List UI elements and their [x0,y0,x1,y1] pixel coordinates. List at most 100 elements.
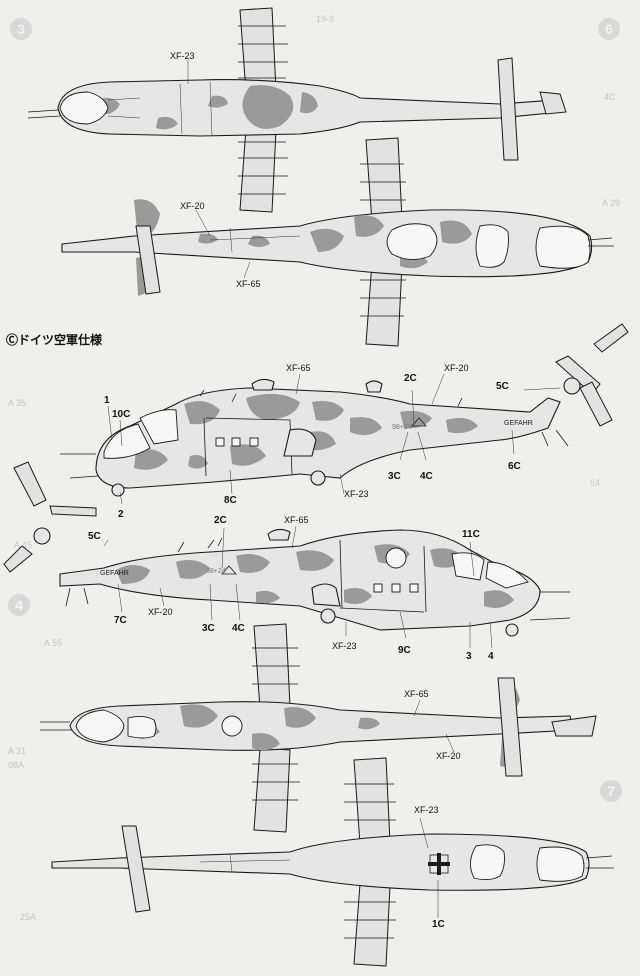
tail-rotor-blade [579,381,613,427]
part-callout: 11C [462,529,480,540]
ghost-code: A 29 [602,198,621,208]
rear-canopy [451,552,485,581]
tail-rotor-blade [3,545,33,573]
ghost-code: A 31 [8,746,27,756]
color-callout: XF-23 [332,641,357,651]
side-windows [373,583,419,593]
main-wheel [320,608,336,624]
cockpit-canopy [535,225,591,269]
background-step-7: 7 [600,780,622,802]
color-callout: XF-65 [286,363,311,373]
ghost-code: A 45 [14,540,33,550]
color-callout: XF-65 [404,689,429,699]
part-callout: 1 [104,395,110,406]
part-callout: 3C [202,623,215,634]
left-side-view [60,323,629,497]
ghost-code: A 55 [44,638,63,648]
part-callout: 4 [488,651,494,662]
front-canopy [103,423,151,459]
top-view-1 [27,7,567,213]
background-step-6: 6 [598,18,620,40]
lower-wing [239,127,277,213]
section-title: Ⓒドイツ空軍仕様 [6,333,103,347]
cockpit-canopy [59,91,109,125]
ghost-code: A 35 [8,398,27,408]
front-canopy [485,561,529,589]
fuselage-code-right: 98+24 [206,568,226,575]
lower-wing [353,883,391,967]
cockpit-canopy [75,709,125,743]
tail-fin [551,715,597,737]
fuselage [51,833,590,891]
tail-plane [135,225,161,295]
part-callout: 10C [112,409,131,420]
top-view-2 [40,623,597,833]
tail-rotor-blade [13,461,47,507]
tail-fin [539,91,567,115]
ghost-code: 08A [8,760,25,770]
ghost-code: 54 [590,478,601,488]
part-callout: 5C [496,381,509,392]
color-callout: XF-20 [148,607,173,617]
lower-wing [253,747,291,833]
part-callout: 2C [214,515,227,526]
part-callout: 8C [224,495,237,506]
camouflage-patches [134,393,478,470]
side-windows [215,437,259,447]
ghost-code: 19-3 [316,14,335,24]
fuselage [59,529,541,631]
part-callout: 5C [88,531,101,542]
decal-gefahr-left: GEFAHR [504,420,533,427]
pylons [344,783,396,939]
tail-rotor-blade [49,505,97,517]
part-callout: 2 [118,509,124,520]
color-callout: XF-65 [284,515,309,525]
iron-cross-insignia [428,853,450,875]
rear-canopy [139,409,179,445]
stub-wing [283,428,317,457]
part-callout: 3 [466,651,472,662]
color-callout: XF-20 [436,751,461,761]
part-callout: 3C [388,471,401,482]
color-callout: XF-23 [414,805,439,815]
part-callout: 2C [404,373,417,384]
color-callout: XF-20 [444,363,469,373]
cockpit-canopy [536,846,585,882]
color-callout: XF-20 [180,201,205,211]
engine-intake [386,223,438,260]
upper-wing [365,137,403,223]
upper-wing [353,757,391,845]
part-callout: 4C [232,623,245,634]
background-step-4: 4 [8,594,30,616]
pylons [360,163,406,317]
engine-intake [221,715,243,737]
tail-plane [497,677,523,777]
tail-plane [497,57,519,161]
bottom-view-1 [61,137,614,347]
main-wheel [310,470,326,486]
part-callout: 9C [398,645,411,656]
nose-wheel [505,623,519,637]
tail-rotor-blade [593,323,629,353]
nose-wheel [111,483,125,497]
part-callout: 7C [114,615,127,626]
callout-leader-lines [103,60,561,918]
part-callout: 6C [508,461,521,472]
pylons [238,25,288,195]
part-callout: 1C [432,919,445,930]
color-callout: XF-23 [170,51,195,61]
part-callout: 4C [420,471,433,482]
background-step-3: 3 [10,18,32,40]
exhaust [385,547,407,569]
color-callout: XF-65 [236,279,261,289]
color-callout: XF-23 [344,489,369,499]
decal-gefahr-right: GEFAHR [100,570,129,577]
stub-wing [311,583,341,607]
bottom-view-2 [51,757,614,967]
fuselage-code-left: 98+24 [392,424,412,431]
pylons [252,647,300,801]
right-side-view [3,461,571,637]
tail-plane [121,825,151,913]
